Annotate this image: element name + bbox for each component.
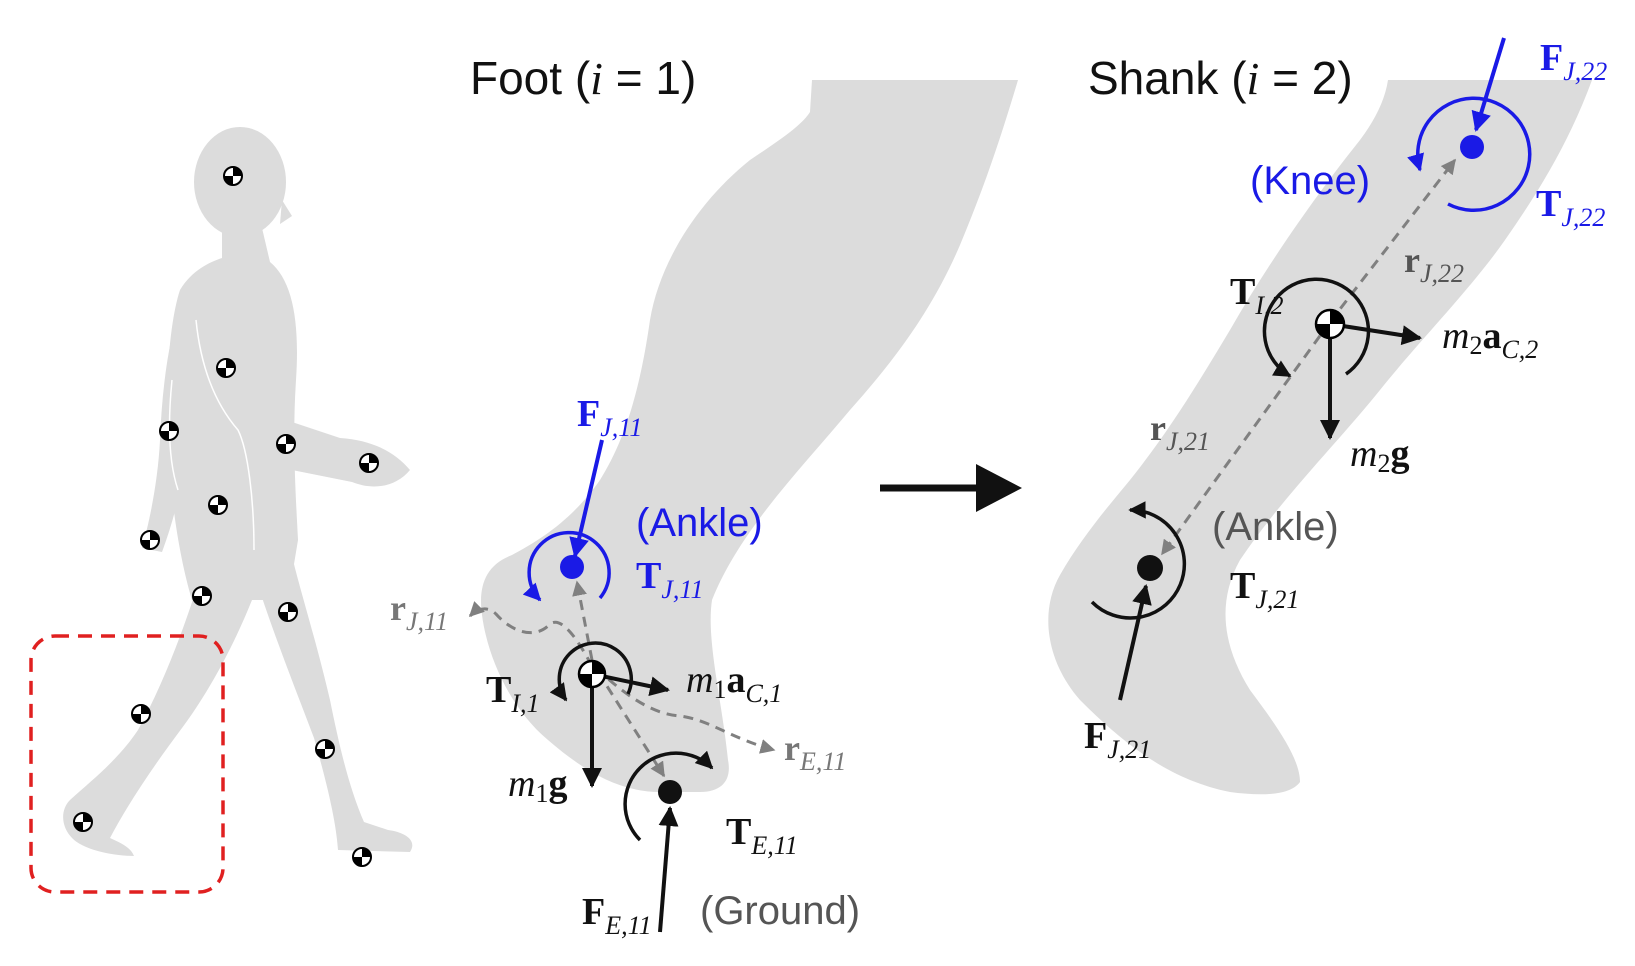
m1g-label: m1g	[508, 763, 567, 808]
F-J11-force-arrow	[569, 439, 604, 558]
ground-contact-dot	[658, 780, 682, 804]
F-E11-label: FE,11	[582, 891, 652, 940]
m1aC1-label: m1aC,1	[686, 659, 782, 708]
T-I2-moment-arrow	[1262, 277, 1371, 378]
right-arrow-icon	[880, 464, 1022, 512]
center-of-mass-icon	[352, 847, 372, 867]
shank-panel-title: Shank (i = 2)	[1088, 52, 1353, 104]
F-J22-label: FJ,22	[1540, 37, 1607, 86]
figure-arm-contour	[195, 319, 255, 551]
m2aC2-label: m2aC,2	[1442, 315, 1538, 364]
figure-nose	[280, 200, 292, 224]
center-of-mass-icon	[315, 739, 335, 759]
F-J22-force-arrow	[1471, 37, 1506, 132]
r-E11-label: rE,11	[784, 728, 846, 776]
T-J11-moment-arrow	[522, 530, 611, 602]
center-of-mass-icon	[223, 166, 243, 186]
T-J22-label: TJ,22	[1536, 183, 1605, 232]
r-J21-label: rJ,21	[1150, 408, 1210, 456]
figure-back-leg	[63, 590, 252, 856]
center-of-mass-icon	[577, 659, 607, 689]
center-of-mass-icon	[159, 421, 179, 441]
foot-panel-title: Foot (i = 1)	[470, 52, 696, 104]
r-J11-vector	[468, 601, 594, 667]
center-of-mass-icon	[1314, 308, 1346, 340]
ankle-label: (Ankle)	[636, 501, 763, 545]
center-of-mass-icon	[192, 586, 212, 606]
T-I1-label: TI,1	[486, 669, 540, 718]
F-J11-label: FJ,11	[577, 393, 642, 442]
center-of-mass-icon	[216, 358, 236, 378]
F-J21-force-arrow	[1118, 584, 1152, 701]
center-of-mass-icon	[359, 453, 379, 473]
foot-panel: Foot (i = 1) FJ,11 (Ankle) TJ,11 rJ,11 T…	[390, 52, 1018, 940]
T-I1-moment-arrow	[549, 641, 633, 702]
m2g-label: m2g	[1350, 433, 1409, 478]
F-E11-force-arrow	[658, 806, 679, 933]
figure-com-markers	[73, 166, 379, 867]
r-E11-vector	[594, 666, 776, 754]
r-J22-label: rJ,22	[1404, 240, 1464, 288]
knee-joint-dot	[1460, 135, 1484, 159]
T-J22-moment-arrow	[1407, 96, 1532, 212]
ankle-joint-dot	[560, 555, 584, 579]
T-I2-label: TI,2	[1230, 271, 1284, 320]
distal-ankle-dot	[1137, 555, 1163, 581]
shank-panel: Shank (i = 2) FJ,22 (Knee) TJ,22 rJ,22 T…	[1048, 37, 1607, 795]
figure-front-leg	[250, 556, 413, 852]
ankle-label-shank: (Ankle)	[1212, 505, 1339, 549]
T-J21-moment-arrow	[1090, 501, 1187, 620]
T-J21-label: TJ,21	[1230, 565, 1299, 614]
center-of-mass-icon	[276, 434, 296, 454]
foot-leg-silhouette	[481, 80, 1018, 792]
center-of-mass-icon	[278, 602, 298, 622]
center-of-mass-icon	[140, 530, 160, 550]
foot-highlight-box	[29, 634, 225, 894]
T-J11-label: TJ,11	[636, 555, 703, 604]
center-of-mass-icon	[131, 704, 151, 724]
T-E11-label: TE,11	[726, 811, 798, 860]
knee-label: (Knee)	[1250, 159, 1370, 203]
T-E11-moment-arrow	[623, 750, 714, 842]
com-to-ankle-vector	[572, 580, 594, 661]
center-of-mass-icon	[73, 812, 93, 832]
r-J21-vector	[1160, 321, 1332, 556]
walking-figure	[63, 127, 413, 856]
r-J11-label: rJ,11	[390, 588, 448, 636]
F-J21-label: FJ,21	[1084, 715, 1151, 764]
center-of-mass-icon	[208, 495, 228, 515]
ground-label: (Ground)	[700, 889, 860, 933]
r-J22-vector	[1328, 158, 1457, 323]
